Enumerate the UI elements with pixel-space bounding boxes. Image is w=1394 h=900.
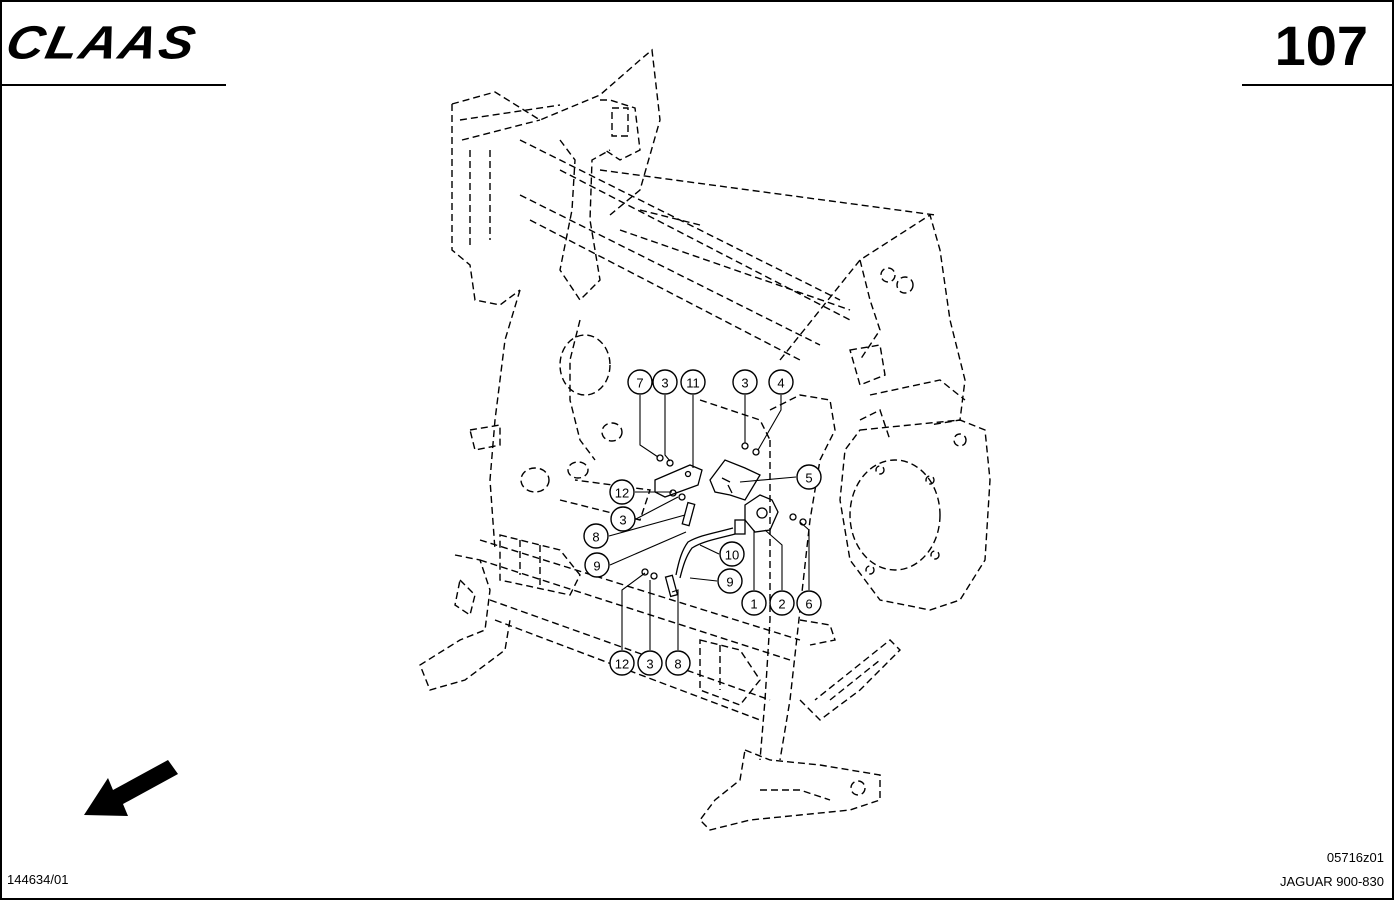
callout-label: 8: [592, 530, 599, 545]
callout-5: 5: [796, 464, 822, 490]
frame-phantom-lines: [419, 48, 991, 831]
callout-label: 12: [615, 486, 629, 501]
callout-10: 10: [719, 541, 745, 567]
callout-label: 9: [726, 575, 733, 590]
callout-label: 9: [593, 559, 600, 574]
callout-label: 1: [750, 597, 757, 612]
callout-4: 4: [768, 369, 794, 395]
page-number-rule: [1242, 84, 1394, 86]
callout-12: 12: [609, 650, 635, 676]
callout-label: 12: [615, 657, 629, 672]
callout-8: 8: [583, 523, 609, 549]
callout-6: 6: [796, 590, 822, 616]
callout-2: 2: [769, 590, 795, 616]
callout-11: 11: [680, 369, 706, 395]
callout-label: 4: [777, 376, 784, 391]
callout-1: 1: [741, 590, 767, 616]
callout-12: 12: [609, 479, 635, 505]
callout-label: 7: [636, 376, 643, 391]
callout-3: 3: [652, 369, 678, 395]
callout-label: 2: [778, 597, 785, 612]
callout-label: 3: [619, 513, 626, 528]
figure-code: 05716z01: [1326, 850, 1384, 865]
callout-label: 5: [805, 471, 812, 486]
callout-3: 3: [637, 650, 663, 676]
callout-3: 3: [732, 369, 758, 395]
callout-label: 8: [674, 657, 681, 672]
model-name: JAGUAR 900-830: [1279, 874, 1384, 889]
callout-label: 6: [805, 597, 812, 612]
sensor-assembly-parts: [641, 442, 807, 598]
logo-rule: [0, 84, 226, 86]
callout-label: 3: [741, 376, 748, 391]
callout-label: 3: [646, 657, 653, 672]
callout-label: 11: [686, 376, 700, 391]
callout-label: 3: [661, 376, 668, 391]
page-number: 107: [1274, 14, 1368, 77]
callout-9: 9: [717, 568, 743, 594]
callout-3: 3: [610, 506, 636, 532]
direction-arrow-icon: [84, 760, 178, 816]
callout-7: 7: [627, 369, 653, 395]
callout-8: 8: [665, 650, 691, 676]
document-number: 144634/01: [7, 872, 69, 887]
callout-9: 9: [584, 552, 610, 578]
leader-lines: [608, 395, 810, 650]
callout-label: 10: [725, 548, 739, 563]
